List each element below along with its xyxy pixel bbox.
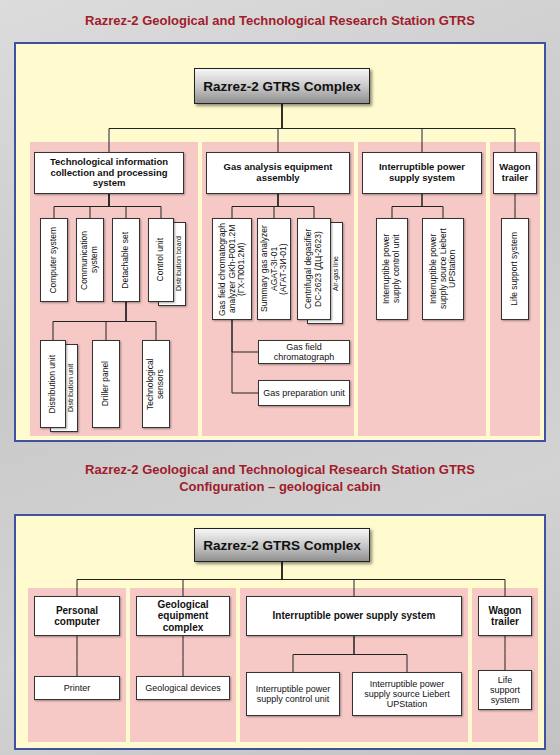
group-heading-box: Technological information collection and…: [34, 152, 184, 194]
box-label: Life support system: [510, 232, 520, 306]
connector-line: [53, 302, 126, 340]
unit-box: Summary gas analyzer AGAT-3I-01 (АГАТ-3И…: [257, 218, 291, 320]
box-label: Gas analysis equipment assembly: [209, 162, 347, 184]
box-label: Wagon trailer: [481, 605, 529, 628]
connector-line: [109, 194, 161, 218]
connector-line: [77, 562, 282, 596]
unit-box: Gas preparation unit: [258, 380, 350, 406]
connector-line: [183, 562, 282, 596]
box-label: Distribution unit: [48, 355, 58, 414]
connector-line: [126, 302, 156, 340]
unit-box: Communication system: [76, 218, 104, 302]
box-label: Interruptible power supply source Lieber…: [356, 679, 458, 709]
box-label: Geological equipment complex: [139, 599, 227, 634]
group-heading-box: Wagon trailer: [493, 152, 537, 194]
box-label: Technological information collection and…: [37, 157, 181, 190]
box-label: Geological devices: [145, 683, 221, 693]
unit-box: Computer system: [40, 218, 68, 302]
unit-box: Detachable set: [112, 218, 140, 302]
unit-box: Driller panel: [92, 340, 120, 428]
connector-line: [282, 104, 515, 152]
box-label: Interruptible power supply control unit: [382, 221, 401, 317]
diagram-title: Razrez-2 Geological and Technological Re…: [20, 12, 540, 29]
unit-box: Life support system: [478, 670, 532, 710]
box-label: Personal computer: [37, 605, 117, 628]
connector-line: [232, 320, 258, 352]
connector-line: [274, 194, 278, 218]
connector-line: [392, 194, 422, 218]
box-label: Detachable set: [121, 232, 131, 289]
box-label: Communication system: [80, 221, 99, 299]
connector-line: [109, 104, 282, 152]
unit-box: Gas field chromatograph analyzer GKh-P00…: [212, 218, 252, 320]
box-label: Interruptible power supply system: [273, 610, 436, 622]
unit-box: Interruptible power supply source Lieber…: [352, 672, 462, 716]
box-label: Distribution unit: [66, 347, 76, 429]
box-label: Razrez-2 GTRS Complex: [203, 538, 361, 553]
box-label: Interruptible power supply control unit: [250, 684, 336, 704]
connector-line: [232, 194, 278, 218]
box-label: Air-gas line: [331, 225, 341, 321]
connector-line: [106, 302, 126, 340]
connector-line: [232, 320, 258, 393]
box-label: Life support system: [482, 675, 528, 705]
connector-line: [90, 194, 109, 218]
unit-box: Centrifugal degasifier DC-2623 (ДЦ-2623): [297, 218, 331, 320]
group-heading-box: Gas analysis equipment assembly: [206, 152, 350, 194]
unit-box: Interruptible power supply control unit: [376, 218, 408, 320]
box-label: Computer system: [49, 227, 59, 294]
box-label: Printer: [64, 683, 91, 693]
box-label: Distribution board: [174, 225, 184, 303]
connector-line: [515, 194, 516, 218]
box-label: Interruptible power supply source Lieber…: [429, 221, 458, 317]
connector-line: [505, 636, 506, 670]
connector-line: [278, 104, 282, 152]
unit-box: Control unit: [148, 218, 174, 302]
group-heading-box: Interruptible power supply system: [246, 596, 462, 636]
unit-box: Gas field chromatograph: [258, 340, 350, 364]
unit-box: Distribution unit: [40, 340, 66, 428]
box-label: Razrez-2 GTRS Complex: [203, 79, 361, 94]
unit-box: Geological devices: [136, 676, 230, 700]
box-label: Driller panel: [101, 361, 111, 406]
unit-box: Technological sensors: [142, 340, 170, 428]
box-label: Gas preparation unit: [263, 388, 345, 398]
unit-box: Interruptible power supply control unit: [246, 672, 340, 716]
group-heading-box: Interruptible power supply system: [362, 152, 482, 194]
connector-line: [282, 562, 505, 596]
connector-line: [54, 194, 109, 218]
group-heading-box: Geological equipment complex: [136, 596, 230, 636]
complex-box: Razrez-2 GTRS Complex: [194, 68, 370, 104]
box-label: Technological sensors: [146, 343, 165, 425]
section-heading: Razrez-2 Geological and Technological Re…: [65, 461, 495, 495]
connector-line: [77, 636, 78, 676]
complex-box: Razrez-2 GTRS Complex: [194, 528, 370, 562]
unit-box: Life support system: [501, 218, 529, 320]
group-heading-box: Wagon trailer: [478, 596, 532, 636]
box-label: Gas field chromatograph: [262, 342, 346, 362]
connector-line: [278, 194, 314, 218]
group-heading-box: Personal computer: [34, 596, 120, 636]
box-label: Gas field chromatograph analyzer GKh-P00…: [218, 221, 247, 317]
unit-box: Interruptible power supply source Lieber…: [422, 218, 464, 320]
unit-box: Printer: [34, 676, 120, 700]
connector-line: [422, 194, 443, 218]
box-label: Interruptible power supply system: [365, 162, 479, 184]
box-label: Centrifugal degasifier DC-2623 (ДЦ-2623): [304, 221, 323, 317]
box-label: Summary gas analyzer AGAT-3I-01 (АГАТ-3И…: [260, 221, 289, 317]
connector-line: [183, 636, 184, 676]
connector-line: [354, 636, 407, 672]
box-label: Wagon trailer: [496, 162, 534, 184]
box-label: Control unit: [156, 238, 166, 281]
connector-line: [293, 636, 354, 672]
